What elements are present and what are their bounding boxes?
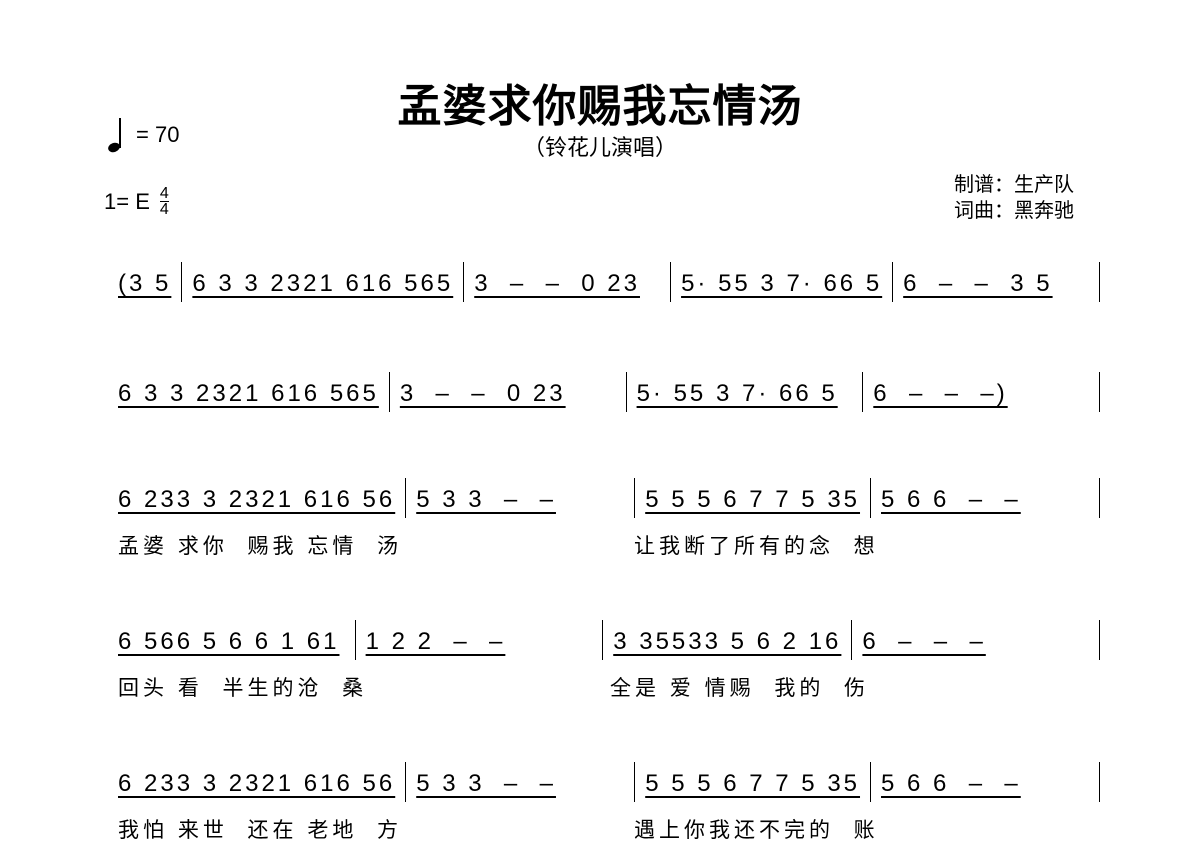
measure-notes: 5 3 3 – –	[416, 770, 556, 797]
measure-notes: 6 566 5 6 6 1 61	[118, 628, 340, 655]
measure: 5 3 3 – –	[406, 478, 636, 518]
measure-notes: 6 – – 3 5	[903, 270, 1053, 297]
measure: 1 2 2 – –	[356, 620, 604, 660]
lyric-phrase: 遇上你我还不完的 账	[634, 819, 879, 842]
song-subtitle: （铃花儿演唱）	[522, 135, 677, 160]
measure: 5 5 5 6 7 7 5 35	[635, 762, 872, 802]
measure-notes: 3 – – 0 23	[474, 270, 640, 297]
measure: 3 35533 5 6 2 16	[603, 620, 853, 660]
measure: 6 233 3 2321 616 56	[118, 762, 407, 802]
staff-line: (3 5 6 3 3 2321 616 565 3 – – 0 23 5· 55 3 …	[118, 262, 1101, 302]
measure-notes: 6 233 3 2321 616 56	[118, 770, 396, 797]
measure: 5 6 6 – –	[871, 762, 1100, 802]
measure-notes: 5· 55 3 7· 66 5	[681, 270, 883, 297]
quarter-note-icon	[108, 118, 122, 152]
measure-notes: 5 6 6 – –	[881, 770, 1021, 797]
meter-top: 4	[159, 185, 169, 202]
measure-notes: 5 5 5 6 7 7 5 35	[645, 770, 861, 797]
measure: 6 – – 3 5	[893, 262, 1101, 302]
measure-notes: 5 3 3 – –	[416, 486, 556, 513]
lyric-phrase: 我怕 来世 还在 老地 方	[118, 819, 403, 842]
measure: (3 5	[118, 262, 183, 302]
staff-line: 6 233 3 2321 616 56 5 3 3 – – 5 5 5 6 7 7 …	[118, 762, 1100, 802]
staff-line: 6 3 3 2321 616 565 3 – – 0 23 5· 55 3 7· 6…	[118, 372, 1101, 412]
measure-notes: 6 3 3 2321 616 565	[192, 270, 454, 297]
measure: 5 3 3 – –	[406, 762, 636, 802]
measure-notes: 5 5 5 6 7 7 5 35	[645, 486, 861, 513]
measure-notes: 3 – – 0 23	[399, 380, 566, 407]
measure: 5 6 6 – –	[871, 478, 1100, 518]
measure-notes: 6 3 3 2321 616 565	[118, 380, 379, 407]
tempo-value: = 70	[136, 122, 180, 147]
lyric-phrase: 回头 看 半生的沧 桑	[118, 677, 368, 700]
lyric-phrase: 孟婆 求你 赐我 忘情 汤	[118, 535, 403, 558]
measure-notes: 5 6 6 – –	[881, 486, 1021, 513]
measure: 3 – – 0 23	[390, 372, 627, 412]
time-signature: 4 4	[159, 185, 169, 218]
measure-notes: 6 233 3 2321 616 56	[118, 486, 396, 513]
staff-line: 6 233 3 2321 616 56 5 3 3 – – 5 5 5 6 7 7 …	[118, 478, 1100, 518]
measure-notes: 6 – – –	[862, 628, 986, 655]
measure-notes: 3 35533 5 6 2 16	[613, 628, 842, 655]
measure: 6 3 3 2321 616 565	[118, 372, 390, 412]
key-label: 1= E	[104, 188, 150, 214]
measure: 6 233 3 2321 616 56	[118, 478, 407, 518]
tempo-marking: = 70	[108, 118, 179, 152]
lyric-phrase: 全是 爱 情赐 我的 伤	[610, 677, 870, 700]
measure: 5· 55 3 7· 66 5	[627, 372, 864, 412]
measure-notes: (3 5	[118, 270, 172, 297]
meter-bottom: 4	[159, 201, 169, 218]
lyric-phrase: 让我断了所有的念 想	[634, 535, 879, 558]
measure: 6 – – –	[852, 620, 1100, 660]
credits: 制谱：生产队 词曲：黑奔驰	[954, 172, 1074, 224]
song-title: 孟婆求你赐我忘情汤	[397, 82, 803, 131]
measure: 5 5 5 6 7 7 5 35	[635, 478, 872, 518]
arranger-credit: 制谱：生产队	[954, 174, 1074, 196]
staff-line: 6 566 5 6 6 1 61 1 2 2 – – 3 35533 5 6 2 1…	[118, 620, 1100, 660]
measure: 3 – – 0 23	[464, 262, 672, 302]
measure: 6 3 3 2321 616 565	[182, 262, 465, 302]
measure: 5· 55 3 7· 66 5	[671, 262, 894, 302]
measure-notes: 6 – – –)	[873, 380, 1008, 407]
measure-notes: 5· 55 3 7· 66 5	[636, 380, 838, 407]
measure: 6 – – –)	[863, 372, 1101, 412]
composer-credit: 词曲：黑奔驰	[954, 200, 1074, 222]
measure: 6 566 5 6 6 1 61	[118, 620, 356, 660]
measure-notes: 1 2 2 – –	[365, 628, 506, 655]
key-signature: 1= E 4 4	[104, 185, 169, 218]
